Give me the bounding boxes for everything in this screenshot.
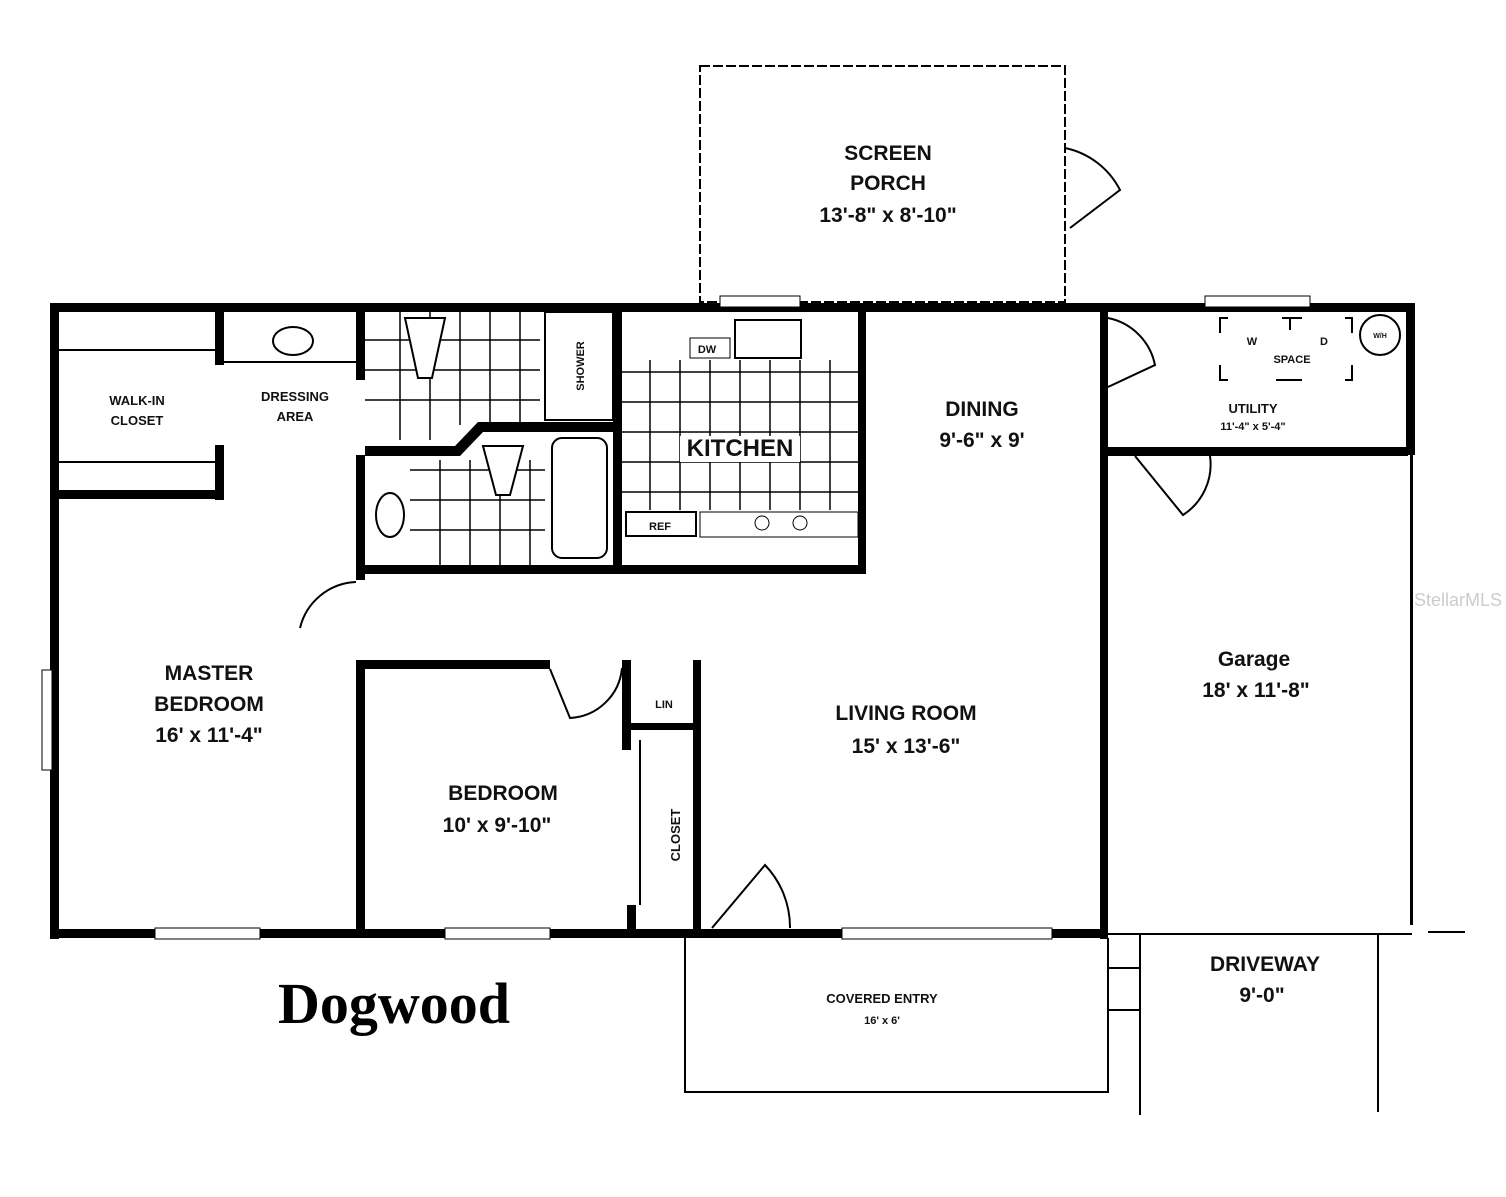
covered-entry-label: COVERED ENTRY xyxy=(826,991,938,1006)
utility-size: 11'-4" x 5'-4" xyxy=(1220,421,1285,433)
dressing-area-label-1: DRESSING xyxy=(261,389,329,404)
linen-closet-label: LIN xyxy=(655,699,673,711)
dining-size: 9'-6" x 9' xyxy=(939,429,1024,452)
washer-label: W xyxy=(1247,336,1258,348)
master-bedroom-size: 16' x 11'-4" xyxy=(155,724,263,747)
dishwasher-label: DW xyxy=(698,344,717,356)
dryer-label: D xyxy=(1320,336,1328,348)
covered-entry: COVERED ENTRY 16' x 6' xyxy=(684,938,1140,1093)
kitchen: DW REF KITCHEN xyxy=(622,319,859,538)
bedroom-size: 10' x 9'-10" xyxy=(443,814,552,837)
driveway-label: DRIVEWAY xyxy=(1210,953,1320,976)
exterior-walls xyxy=(41,295,1415,940)
living-room-label: LIVING ROOM xyxy=(835,702,976,725)
living-room-size: 15' x 13'-6" xyxy=(852,735,961,758)
screen-porch-size: 13'-8" x 8'-10" xyxy=(819,204,956,227)
driveway-size: 9'-0" xyxy=(1239,984,1284,1007)
garage-size: 18' x 11'-8" xyxy=(1202,679,1310,702)
master-bedroom-label-2: BEDROOM xyxy=(154,693,264,716)
covered-entry-size: 16' x 6' xyxy=(864,1015,900,1027)
bathroom-tiles: SHOWER xyxy=(365,311,614,565)
utility-label: UTILITY xyxy=(1228,401,1277,416)
laundry-space-label: SPACE xyxy=(1273,354,1310,366)
bedroom-label: BEDROOM xyxy=(448,782,558,805)
shower-label: SHOWER xyxy=(575,341,587,391)
interior-walls xyxy=(59,310,1408,938)
garage-label: Garage xyxy=(1218,648,1290,671)
master-bedroom-label-1: MASTER xyxy=(165,662,254,685)
screen-porch-label-1: SCREEN xyxy=(844,142,932,165)
closet-label: CLOSET xyxy=(668,809,683,862)
water-heater-label: W/H xyxy=(1373,333,1387,340)
screen-porch-label-2: PORCH xyxy=(850,172,926,195)
walk-in-closet-label-2: CLOSET xyxy=(111,413,164,428)
screen-porch: SCREEN PORCH 13'-8" x 8'-10" xyxy=(699,65,1122,303)
utility-room: W D SPACE W/H UTILITY 11'-4" x 5'-4" xyxy=(1219,314,1401,433)
driveway: DRIVEWAY 9'-0" xyxy=(1108,931,1465,1115)
walk-in-closet-label-1: WALK-IN xyxy=(109,393,165,408)
dressing-area-label-2: AREA xyxy=(277,409,314,424)
kitchen-label: KITCHEN xyxy=(687,435,794,462)
watermark: StellarMLS xyxy=(1414,590,1502,610)
dining-label: DINING xyxy=(945,398,1019,421)
refrigerator-label: REF xyxy=(649,521,671,533)
plan-name: Dogwood xyxy=(278,971,510,1036)
